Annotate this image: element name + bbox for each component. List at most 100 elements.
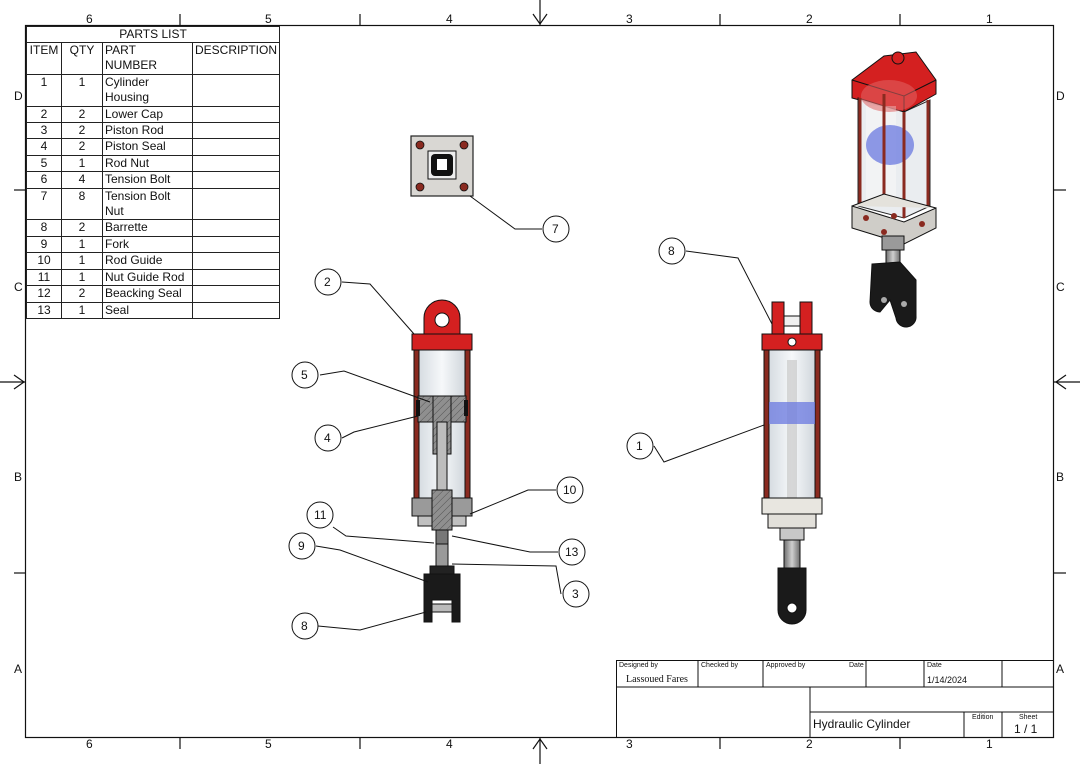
description-cell — [191, 122, 281, 140]
part-number-line: Lower Cap — [105, 106, 164, 121]
zone-row-label: A — [1056, 662, 1065, 676]
header-part-number: PART NUMBER — [102, 42, 193, 75]
part-number-line: Seal — [105, 302, 130, 317]
balloon-10: 10 — [563, 483, 577, 497]
description-cell — [191, 301, 281, 319]
balloon-2: 2 — [324, 275, 331, 289]
part-number-cell: Nut Guide Rod — [102, 268, 193, 287]
qty-cell: 2 — [61, 219, 103, 237]
front-view — [761, 301, 823, 625]
qty-cell: 1 — [61, 301, 103, 319]
part-number-line: Tension Bolt — [105, 172, 171, 187]
zone-col-label: 6 — [86, 12, 93, 26]
balloon-4: 4 — [324, 431, 331, 445]
zone-col-label: 4 — [446, 12, 453, 26]
description-cell — [191, 268, 281, 287]
leader-lines — [315, 195, 773, 631]
section-view — [411, 299, 473, 623]
balloon-8: 8 — [301, 619, 308, 633]
zone-col-label: 1 — [986, 737, 993, 751]
part-number-line: Rod Guide — [105, 253, 163, 268]
approved-by-label: Approved by — [766, 662, 806, 669]
part-number-cell: Seal — [102, 301, 193, 319]
qty-cell: 1 — [61, 235, 103, 254]
balloon-9: 9 — [298, 539, 305, 553]
qty-cell: 2 — [61, 122, 103, 140]
zone-row-label: D — [14, 89, 23, 103]
item-cell: 9 — [26, 235, 62, 254]
balloon-3: 3 — [572, 587, 579, 601]
balloon-8: 8 — [668, 244, 675, 258]
part-number-line: Nut — [105, 204, 124, 219]
zone-col-label: 5 — [265, 737, 272, 751]
part-number-line: Cylinder — [105, 74, 150, 89]
part-number-line: Piston Seal — [105, 139, 166, 154]
date-label: Date — [927, 662, 942, 669]
zone-row-label: C — [14, 280, 23, 294]
item-cell: 4 — [26, 138, 62, 156]
part-number-line: Nut Guide Rod — [105, 269, 185, 284]
item-cell: 12 — [26, 285, 62, 303]
zone-row-label: A — [14, 662, 23, 676]
part-number-cell: Rod Guide — [102, 252, 193, 270]
description-cell — [191, 138, 281, 156]
part-number-line: Barrette — [105, 220, 148, 235]
part-number-cell: Lower Cap — [102, 105, 193, 124]
item-cell: 8 — [26, 219, 62, 237]
zone-col-label: 3 — [626, 12, 633, 26]
zone-col-label: 2 — [806, 737, 813, 751]
qty-cell: 2 — [61, 285, 103, 303]
designer-name: Lassoued Fares — [626, 674, 688, 685]
balloon-1: 1 — [636, 439, 643, 453]
description-cell — [191, 219, 281, 237]
zone-col-label: 5 — [265, 12, 272, 26]
sheet-label: Sheet — [1019, 714, 1038, 721]
parts-list-title: PARTS LIST — [26, 26, 281, 42]
description-cell — [191, 171, 281, 189]
drawing-title: Hydraulic Cylinder — [813, 717, 911, 731]
part-number-cell: Beacking Seal — [102, 285, 193, 303]
part-number-cell: Fork — [102, 235, 193, 254]
qty-cell: 1 — [61, 268, 103, 287]
description-cell — [191, 154, 281, 173]
header-item: ITEM — [26, 42, 62, 75]
item-cell: 7 — [26, 187, 62, 221]
item-cell: 3 — [26, 122, 62, 140]
zone-col-label: 6 — [86, 737, 93, 751]
part-number-line: Beacking Seal — [105, 286, 182, 301]
item-cell: 2 — [26, 105, 62, 124]
zone-col-label: 4 — [446, 737, 453, 751]
description-cell — [191, 105, 281, 124]
balloon-13: 13 — [565, 545, 579, 559]
balloon-11: 11 — [314, 508, 327, 522]
qty-cell: 1 — [61, 73, 103, 107]
part-number-cell: Piston Seal — [102, 138, 193, 156]
drawing-date: 1/14/2024 — [927, 675, 968, 685]
qty-cell: 2 — [61, 138, 103, 156]
header-description: DESCRIPTION — [191, 42, 281, 75]
part-number-line: Fork — [105, 236, 129, 251]
item-cell: 5 — [26, 154, 62, 173]
qty-cell: 1 — [61, 252, 103, 270]
description-cell — [191, 187, 281, 221]
edition-label: Edition — [972, 714, 994, 721]
sheet-number: 1 / 1 — [1014, 722, 1038, 736]
balloons — [288, 215, 686, 640]
zone-row-label: B — [1056, 470, 1065, 484]
designed-by-label: Designed by — [619, 662, 658, 669]
part-number-cell: Rod Nut — [102, 154, 193, 173]
part-number-line: Tension Bolt — [105, 188, 171, 203]
item-cell: 11 — [26, 268, 62, 287]
